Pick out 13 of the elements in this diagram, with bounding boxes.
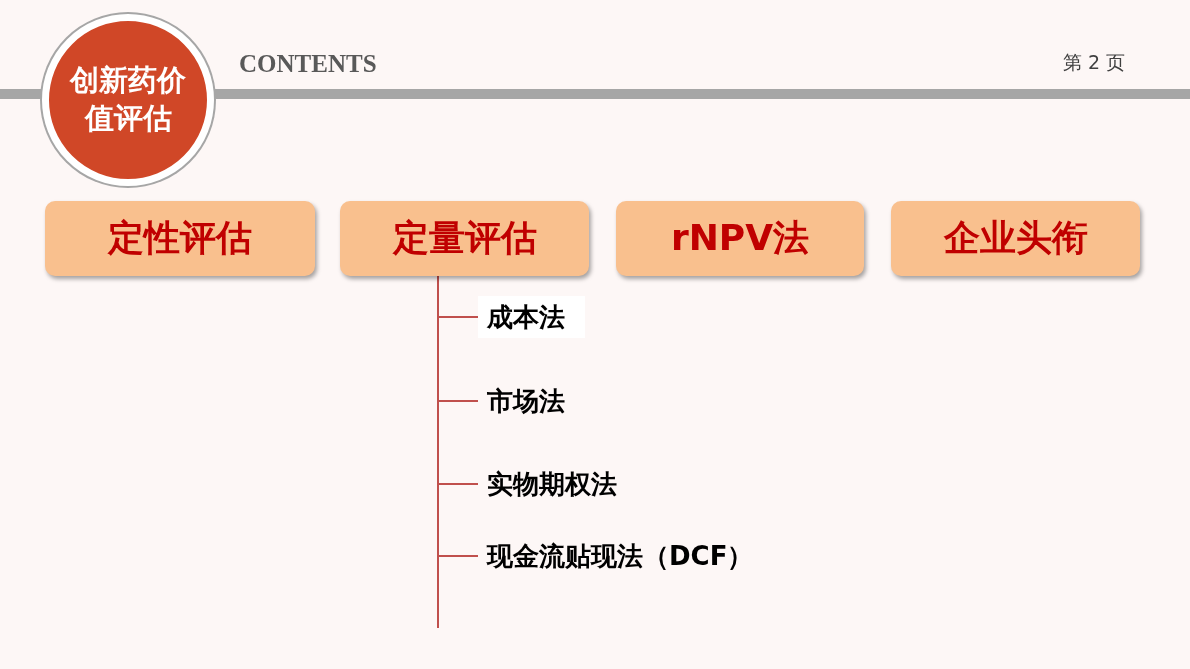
category-label: 定性评估: [108, 216, 252, 260]
connector-line: [437, 275, 479, 557]
page-number: 第 2 页: [1063, 50, 1126, 75]
category-label: rNPV法: [670, 216, 810, 260]
method-label: 成本法: [486, 300, 565, 334]
category-label: 定量评估: [392, 216, 537, 260]
method-label: 市场法: [486, 384, 565, 418]
highlight-box: [478, 296, 585, 338]
method-label: 实物期权法: [486, 467, 617, 501]
method-label: 现金流贴现法（DCF）: [485, 539, 754, 573]
category-label: 企业头衔: [943, 216, 1088, 260]
title-text: 创新药价值评估: [68, 62, 187, 137]
contents-heading: CONTENTS: [239, 50, 377, 78]
